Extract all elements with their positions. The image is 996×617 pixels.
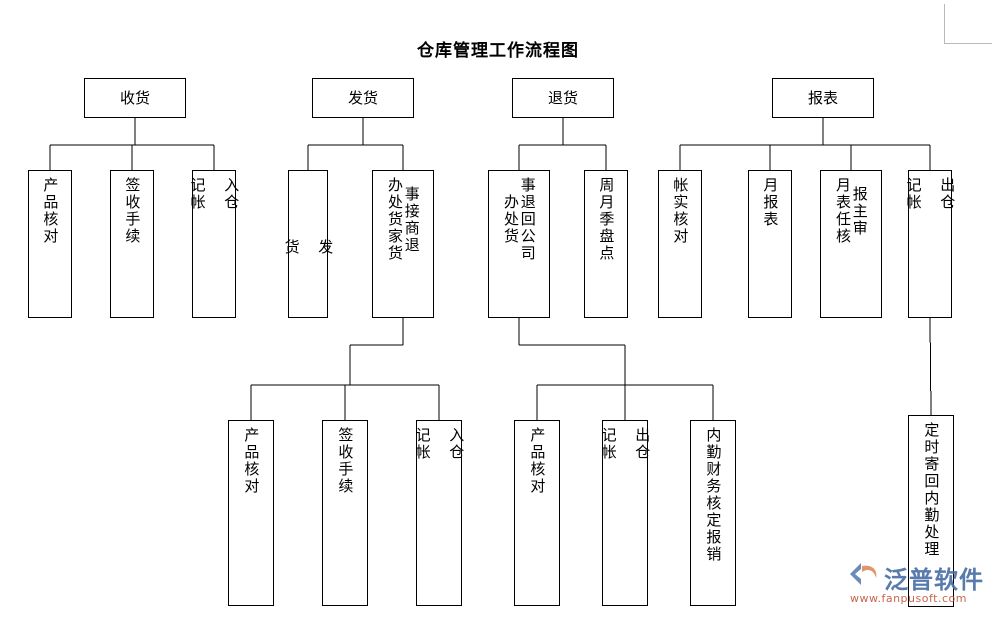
flow-node-label: 帐实核对 <box>671 177 690 245</box>
flow-node-label: 退货 <box>547 88 578 107</box>
flow-node-label: 周月季盘点 <box>597 177 616 262</box>
flow-node-label: 产品核对 <box>528 427 547 495</box>
flow-node-n10: 事退回公司 办处货 <box>488 170 550 318</box>
flow-node-n5: 产品核对 <box>28 170 72 318</box>
flow-node-n2: 发货 <box>312 78 414 118</box>
flow-node-label: 收货 <box>119 88 150 107</box>
flow-node-label: 事接商退 办处货家货 <box>386 177 421 262</box>
flow-node-label: 报表 <box>807 88 838 107</box>
flow-node-label: 发货 <box>347 88 378 107</box>
flow-node-label: 定时寄回内勤处理 <box>922 422 941 558</box>
flow-node-n13: 月报表 <box>748 170 792 318</box>
flow-node-n21: 内勤财务核定报销 <box>690 420 736 606</box>
flow-node-n1: 收货 <box>84 78 186 118</box>
flow-node-n22: 定时寄回内勤处理 <box>908 415 954 607</box>
flow-node-n11: 周月季盘点 <box>584 170 628 318</box>
flow-node-label: 发 货 <box>282 238 335 256</box>
flow-node-label: 入仓 记帐 <box>413 427 466 461</box>
flow-node-n8: 发 货 <box>283 170 334 318</box>
flow-node-n15: 出仓 记帐 <box>904 170 957 318</box>
flow-node-label: 出仓 记帐 <box>904 177 957 211</box>
flow-node-n17: 签收手续 <box>322 420 368 606</box>
flow-node-n7: 入仓 记帐 <box>188 170 241 318</box>
flow-node-label: 内勤财务核定报销 <box>704 427 723 563</box>
flow-node-label: 产品核对 <box>242 427 261 495</box>
flow-node-label: 签收手续 <box>123 177 142 245</box>
flow-node-label: 事退回公司 办处货 <box>502 177 537 262</box>
flow-node-label: 月报表 <box>761 177 780 228</box>
flow-node-label: 出仓 记帐 <box>599 427 652 461</box>
flow-node-n14: 报主审 月表任核 <box>820 170 882 318</box>
flow-node-label: 产品核对 <box>41 177 60 245</box>
page-title: 仓库管理工作流程图 <box>417 41 579 61</box>
flow-node-label: 签收手续 <box>336 427 355 495</box>
flow-node-n4: 报表 <box>772 78 874 118</box>
flow-node-n6: 签收手续 <box>110 170 154 318</box>
flow-node-n3: 退货 <box>512 78 614 118</box>
flow-node-n9: 事接商退 办处货家货 <box>372 170 434 318</box>
flow-node-label: 入仓 记帐 <box>188 177 241 211</box>
flow-node-n19: 产品核对 <box>514 420 560 606</box>
flow-node-n16: 产品核对 <box>228 420 274 606</box>
flow-node-n20: 出仓 记帐 <box>599 420 652 606</box>
flow-node-n12: 帐实核对 <box>658 170 702 318</box>
page-corner-mark <box>944 4 992 44</box>
flow-node-label: 报主审 月表任核 <box>834 177 869 245</box>
flow-node-n18: 入仓 记帐 <box>413 420 466 606</box>
